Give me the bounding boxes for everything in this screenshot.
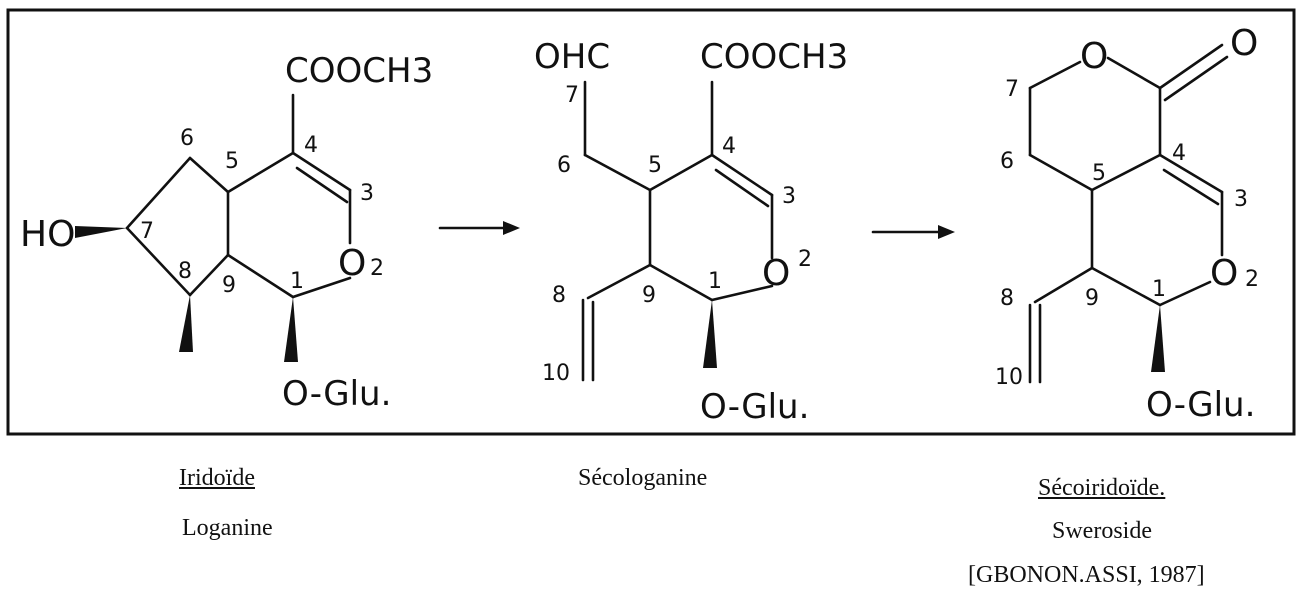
ring-oxygen-label: O	[762, 253, 790, 294]
caption-iridoide: Iridoïde	[179, 465, 255, 491]
atom-number-9: 9	[1085, 286, 1099, 311]
wedge-bond-methyl	[179, 295, 193, 352]
atom-number-10: 10	[542, 361, 570, 386]
atom-number-3: 3	[1234, 187, 1248, 212]
atom-number-8: 8	[1000, 286, 1014, 311]
ho-label: HO	[20, 214, 75, 255]
atom-number-1: 1	[1152, 277, 1166, 302]
ring-oxygen-label: O	[1210, 253, 1238, 294]
oglu-label: O-Glu.	[1146, 385, 1255, 425]
citation: [GBONON.ASSI, 1987]	[968, 562, 1205, 588]
caption-loganine: Loganine	[182, 515, 273, 541]
atom-number-9: 9	[642, 283, 656, 308]
atom-number-6: 6	[557, 153, 571, 178]
caption-secologanine: Sécologanine	[578, 465, 708, 491]
atom-number-7: 7	[140, 219, 154, 244]
atom-number-7: 7	[1005, 77, 1019, 102]
reaction-arrow-1	[438, 221, 520, 235]
carbonyl-oxygen-label: O	[1230, 23, 1258, 64]
secologanine-structure: OHC COOCH3 O O-Glu. 1 2 3 4 5 6 7 8 9 10	[534, 37, 848, 427]
oglu-label: O-Glu.	[282, 374, 391, 414]
atom-number-8: 8	[552, 283, 566, 308]
cooch3-label: COOCH3	[285, 51, 433, 91]
atom-number-10: 10	[995, 365, 1023, 390]
atom-number-1: 1	[290, 269, 304, 294]
atom-number-2: 2	[370, 256, 384, 281]
wedge-bond-oglu	[284, 297, 298, 362]
figure-frame	[6, 8, 1296, 436]
atom-number-6: 6	[1000, 149, 1014, 174]
wedge-bond-oglu	[703, 300, 717, 368]
atom-number-5: 5	[1092, 161, 1106, 186]
atom-number-3: 3	[782, 184, 796, 209]
ring-oxygen-label: O	[338, 243, 366, 284]
wedge-bond-ho	[75, 226, 127, 238]
atom-number-2: 2	[798, 247, 812, 272]
atom-number-4: 4	[722, 134, 736, 159]
ohc-label: OHC	[534, 37, 610, 77]
atom-number-2: 2	[1245, 267, 1259, 292]
atom-number-8: 8	[178, 259, 192, 284]
atom-number-1: 1	[708, 269, 722, 294]
caption-sweroside: Sweroside	[1052, 518, 1152, 544]
atom-number-5: 5	[648, 153, 662, 178]
atom-number-4: 4	[1172, 141, 1186, 166]
caption-secoiridoide: Sécoiridoïde.	[1038, 475, 1166, 501]
cooch3-label: COOCH3	[700, 37, 848, 77]
sweroside-structure: O O O O-Glu. 1 2 3 4 5 6 7 8 9 10	[995, 23, 1259, 425]
atom-number-4: 4	[304, 133, 318, 158]
oglu-label: O-Glu.	[700, 387, 809, 427]
wedge-bond-oglu	[1151, 305, 1165, 372]
atom-number-9: 9	[222, 273, 236, 298]
atom-number-7: 7	[565, 83, 579, 108]
reaction-arrow-2	[871, 225, 955, 239]
atom-number-5: 5	[225, 149, 239, 174]
atom-number-6: 6	[180, 126, 194, 151]
atom-number-3: 3	[360, 181, 374, 206]
loganine-structure: COOCH3 HO O O-Glu. 1 2 3 4 5 6 7 8 9	[20, 51, 433, 414]
lactone-oxygen-label: O	[1080, 36, 1108, 77]
